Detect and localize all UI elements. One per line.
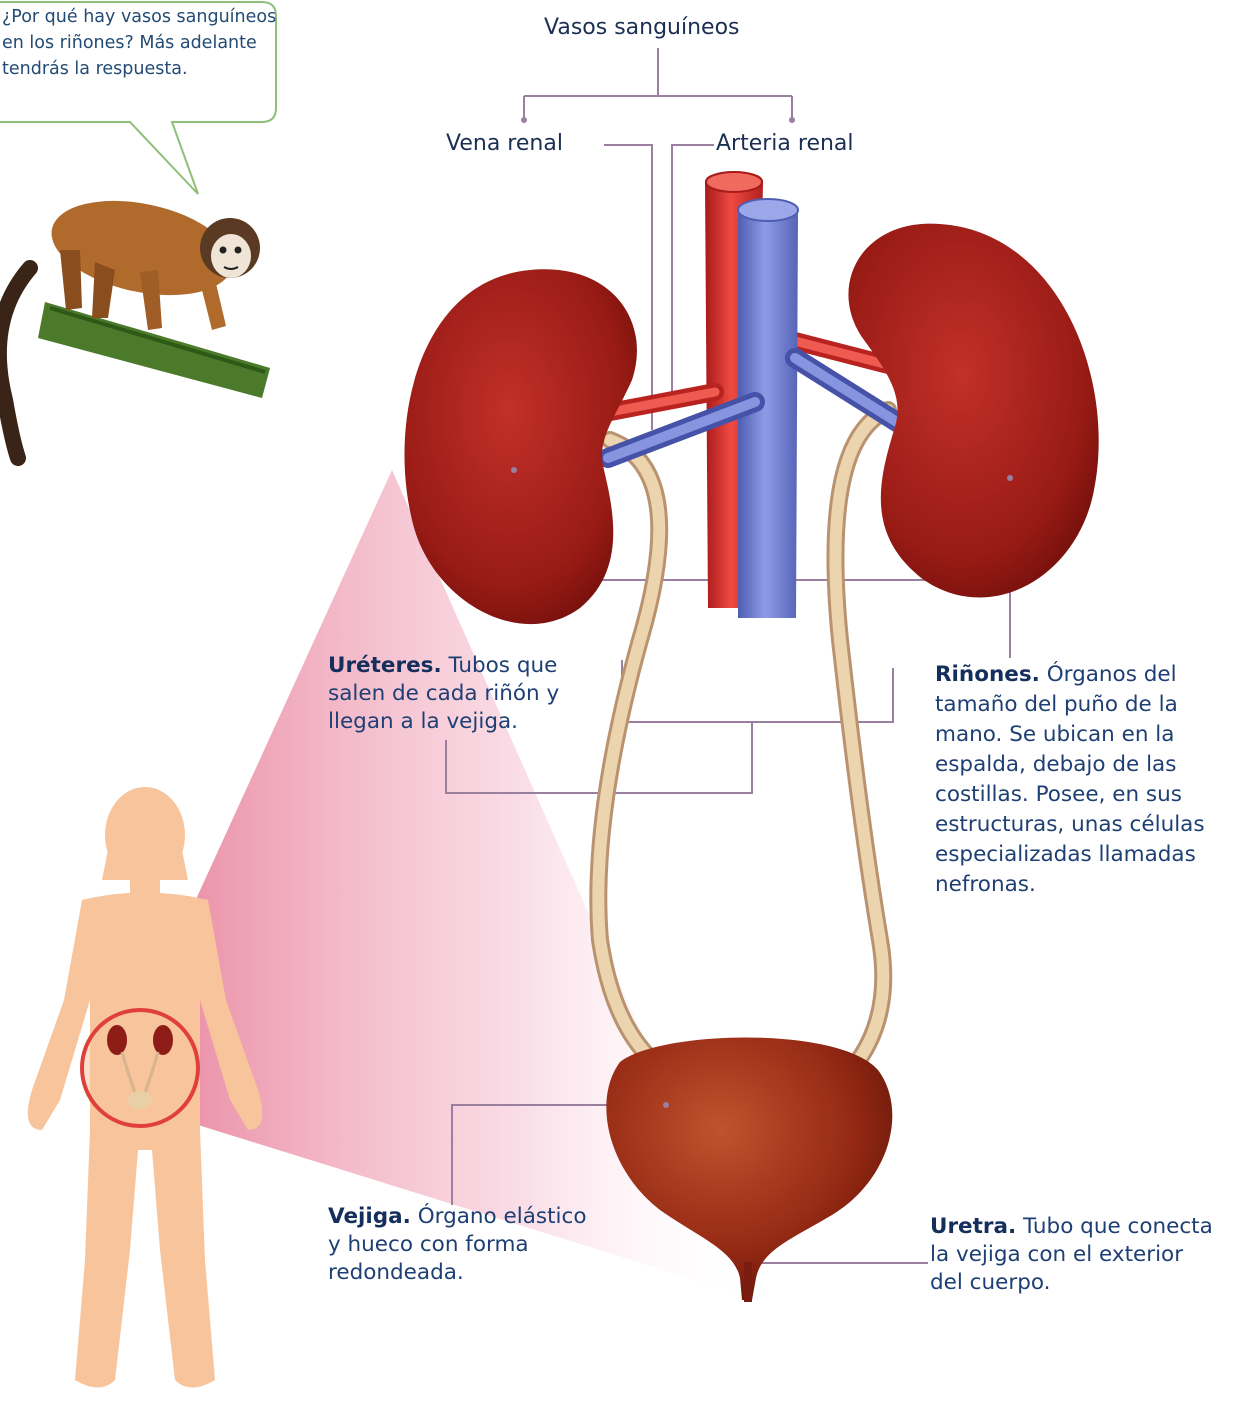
label-kidneys: Riñones. Órganos del tamaño del puño de …	[935, 660, 1231, 900]
label-bladder-term: Vejiga.	[328, 1204, 411, 1229]
label-ureters-term: Uréteres.	[328, 653, 442, 678]
label-urethra: Uretra. Tubo que conecta la vejiga con e…	[930, 1213, 1220, 1297]
left-kidney	[404, 269, 636, 624]
label-renal-vein: Vena renal	[446, 130, 563, 158]
speech-bubble-text: ¿Por qué hay vasos sanguíneos en los riñ…	[2, 4, 277, 82]
label-vessels-title: Vasos sanguíneos	[544, 14, 740, 42]
label-bladder: Vejiga. Órgano elástico y hueco con form…	[328, 1203, 598, 1287]
label-urethra-term: Uretra.	[930, 1214, 1016, 1239]
vena-cava-top	[738, 199, 798, 221]
mini-kidney-left	[107, 1025, 127, 1055]
mini-bladder	[128, 1091, 152, 1109]
label-kidneys-description: Órganos del tamaño del puño de la mano. …	[935, 662, 1205, 897]
urethra-tube	[744, 1262, 752, 1302]
label-ureters: Uréteres. Tubos que salen de cada riñón …	[328, 652, 598, 736]
aorta-top	[706, 172, 762, 192]
mini-kidney-right	[153, 1025, 173, 1055]
label-kidneys-term: Riñones.	[935, 662, 1040, 687]
monkey-illustration	[0, 186, 270, 458]
label-renal-artery: Arteria renal	[716, 130, 854, 158]
